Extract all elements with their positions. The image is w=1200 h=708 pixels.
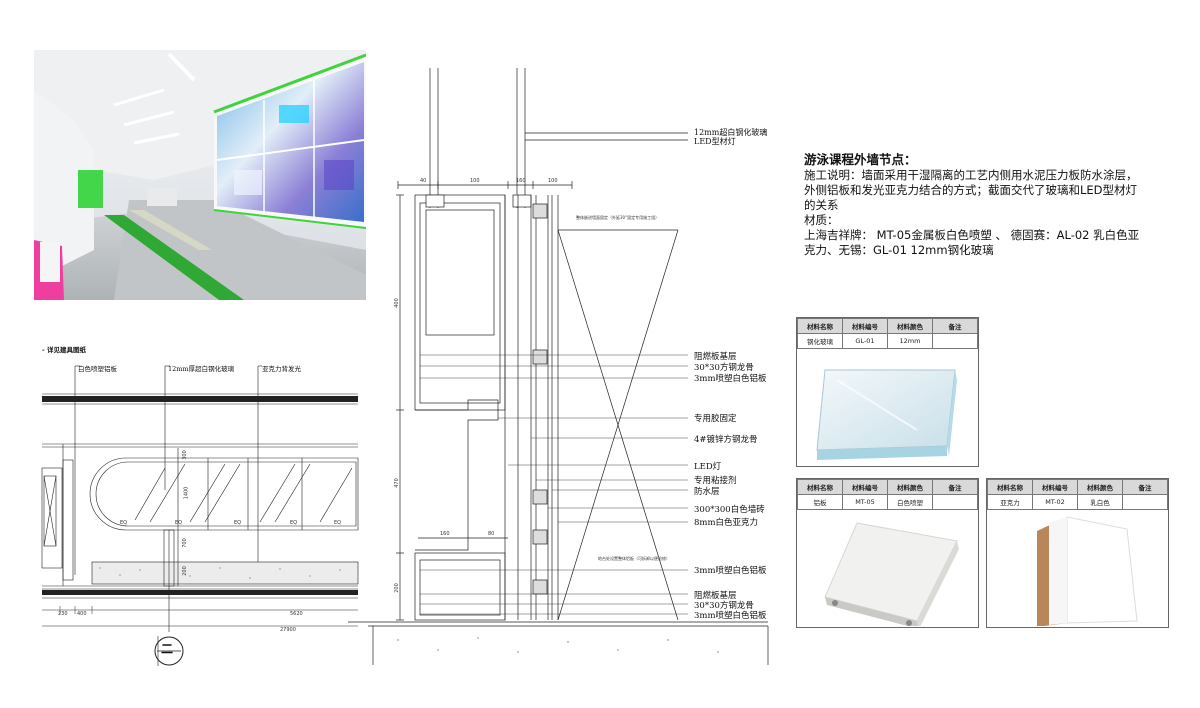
dim-label: 100 xyxy=(470,178,480,184)
dim-label: 5620 xyxy=(290,611,303,617)
table-cell: 亚克力 xyxy=(987,494,1033,510)
plan-drawing: - 详见建具图纸 白色喷塑铝板 12mm厚超白钢化玻璃 亚克力背发光 xyxy=(40,340,360,670)
table-header: 备注 xyxy=(1122,479,1168,495)
label-bonding-agent: 专用粘接剂 xyxy=(694,476,737,486)
label-glass: 12mm超白钢化玻璃 xyxy=(694,128,768,137)
dim-label: 160 xyxy=(516,178,526,184)
table-header: 材料颜色 xyxy=(1077,479,1123,495)
label-adhesive-fix: 专用胶固定 xyxy=(694,414,737,424)
section-drawing: 12mm超白钢化玻璃 LED型材灯 阻燃板基层 30*30方钢龙骨 3mm喷塑白… xyxy=(348,60,788,670)
label-wall-tile: 300*300白色墙砖 xyxy=(694,505,765,515)
description-line: 的关系 xyxy=(804,198,839,212)
table-cell: 钢化玻璃 xyxy=(797,333,843,349)
table-header: 材料名称 xyxy=(987,479,1033,495)
aluminum-sample-image xyxy=(797,511,978,629)
eq-label: EQ xyxy=(234,520,242,526)
table-cell xyxy=(1122,494,1168,510)
dim-label: 160 xyxy=(440,531,450,537)
label-led-profile: LED型材灯 xyxy=(694,137,736,146)
table-header: 材料名称 xyxy=(797,318,843,334)
corridor-illustration xyxy=(34,50,366,300)
section-symbol-label: 二 xyxy=(161,642,174,656)
dim-label: 100 xyxy=(548,178,558,184)
dim-label: 400 xyxy=(77,611,87,617)
table-header: 材料颜色 xyxy=(887,318,933,334)
dim-label: 300 xyxy=(181,450,188,460)
table-header: 材料颜色 xyxy=(887,479,933,495)
plan-label-acrylic: 亚克力背发光 xyxy=(262,365,301,373)
table-cell: 12mm xyxy=(887,333,933,349)
table-cell: MT-05 xyxy=(842,494,888,510)
label-aluminum-panel: 3mm喷塑白色铝板 xyxy=(694,374,767,384)
plan-title: - 详见建具图纸 xyxy=(42,346,86,354)
dim-label: 230 xyxy=(58,611,68,617)
dim-label: 400 xyxy=(393,298,400,308)
section-linework xyxy=(348,68,769,665)
table-header: 材料编号 xyxy=(1032,479,1078,495)
table-cell xyxy=(932,333,978,349)
table-cell: MT-02 xyxy=(1032,494,1078,510)
description-line: 外侧铝板和发光亚克力结合的方式；截面交代了玻璃和LED型材灯 xyxy=(804,183,1138,197)
material-table: 材料名称 材料编号 材料颜色 备注 亚克力 MT-02 乳白色 xyxy=(987,479,1168,510)
note-top: 整体嵌进墙面固定（外延30°固定专用施工组） xyxy=(576,215,660,220)
description-title: 游泳课程外墙节点： xyxy=(804,152,917,167)
label-aluminum-panel-2: 3mm喷塑白色铝板 xyxy=(694,566,767,576)
material-table: 材料名称 材料编号 材料颜色 备注 钢化玻璃 GL-01 12mm xyxy=(797,318,978,349)
table-header: 备注 xyxy=(932,318,978,334)
table-cell: 乳白色 xyxy=(1077,494,1123,510)
eq-label: EQ xyxy=(334,520,342,526)
label-fireproof-board-2: 阻燃板基层 xyxy=(694,591,737,601)
description-line: 材质： xyxy=(804,213,839,227)
table-cell: 铝板 xyxy=(797,494,843,510)
label-led-light: LED灯 xyxy=(694,462,722,472)
table-header: 备注 xyxy=(932,479,978,495)
description-line: 上海吉祥牌： MT-05金属板白色喷塑 、 德固赛：AL-02 乳白色亚 xyxy=(804,228,1140,242)
table-cell: GL-01 xyxy=(842,333,888,349)
eq-label: EQ xyxy=(175,520,183,526)
eq-label: EQ xyxy=(120,520,128,526)
note-mid: 地台处设置整体铝板（可拆卸以便检修） xyxy=(598,556,670,561)
label-waterproof-layer: 防水层 xyxy=(694,487,720,497)
glass-sample-image xyxy=(797,350,978,466)
dim-label: 200 xyxy=(181,566,188,576)
dim-label: 470 xyxy=(393,478,400,488)
label-fireproof-board: 阻燃板基层 xyxy=(694,352,737,362)
label-steel-keel: 30*30方钢龙骨 xyxy=(694,363,754,373)
dim-label: 700 xyxy=(181,538,188,548)
dim-label: 27900 xyxy=(280,627,296,633)
dim-label: 40 xyxy=(420,178,427,184)
label-steel-keel-2: 30*30方钢龙骨 xyxy=(694,601,754,611)
acrylic-sample-image xyxy=(987,511,1168,627)
dim-label: 1400 xyxy=(183,486,190,500)
material-card-acrylic: 材料名称 材料编号 材料颜色 备注 亚克力 MT-02 乳白色 xyxy=(986,478,1169,628)
description-line: 克力、无锡：GL-01 12mm钢化玻璃 xyxy=(804,243,994,257)
material-card-aluminum: 材料名称 材料编号 材料颜色 备注 铝板 MT-05 白色喷塑 xyxy=(796,478,979,629)
table-cell: 白色喷塑 xyxy=(887,494,933,510)
description-line: 施工说明：墙面采用干湿隔离的工艺内侧用水泥压力板防水涂层， xyxy=(804,168,1138,182)
plan-label-glass: 12mm厚超白钢化玻璃 xyxy=(168,365,235,373)
eq-label: EQ xyxy=(290,520,298,526)
label-aluminum-panel-3: 3mm喷塑白色铝板 xyxy=(694,611,767,621)
description-block: 游泳课程外墙节点： 施工说明：墙面采用干湿隔离的工艺内侧用水泥压力板防水涂层， … xyxy=(804,152,1164,258)
table-header: 材料编号 xyxy=(842,318,888,334)
dim-label: 200 xyxy=(393,583,400,593)
dim-label: 80 xyxy=(488,531,495,537)
plan-label-aluminum: 白色喷塑铝板 xyxy=(78,365,117,373)
table-header: 材料名称 xyxy=(797,479,843,495)
label-acrylic: 8mm白色亚克力 xyxy=(694,518,759,528)
interior-rendering xyxy=(34,50,366,300)
table-header: 材料编号 xyxy=(842,479,888,495)
plan-linework xyxy=(41,365,359,666)
material-table: 材料名称 材料编号 材料颜色 备注 铝板 MT-05 白色喷塑 xyxy=(797,479,978,510)
table-cell xyxy=(932,494,978,510)
material-card-glass: 材料名称 材料编号 材料颜色 备注 钢化玻璃 GL-01 12mm xyxy=(796,317,979,467)
label-galvanized-keel: 4#镀锌方钢龙骨 xyxy=(694,435,758,445)
